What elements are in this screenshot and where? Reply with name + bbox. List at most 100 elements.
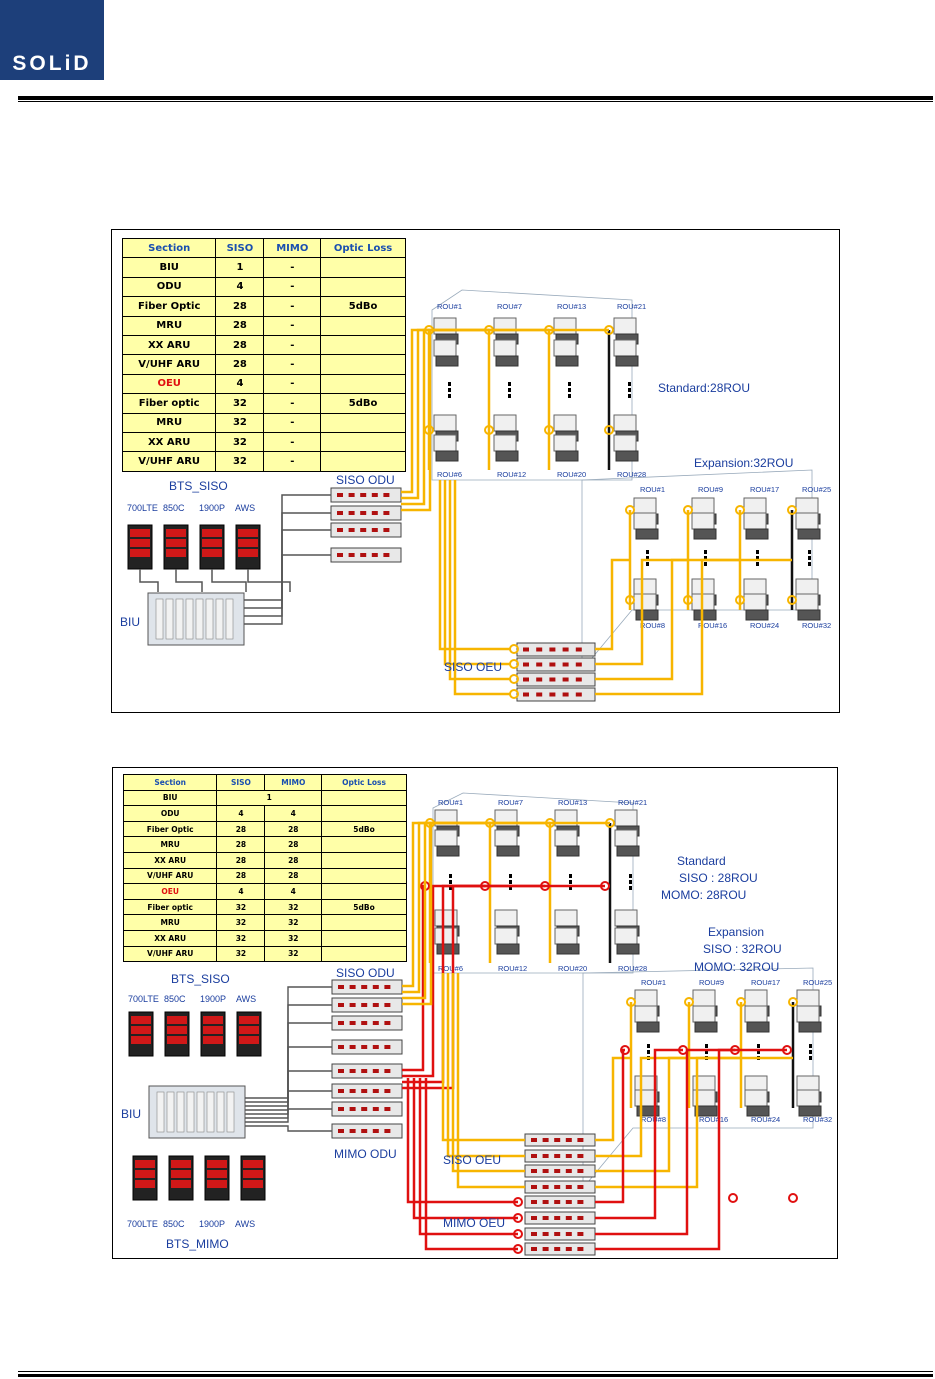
rack-led: [338, 1089, 344, 1093]
fiber-coil: [788, 997, 798, 1007]
mimo-diagram-canvas: 700LTE700LTE850C850C1900P1900PAWSAWSROU#…: [127, 792, 832, 1256]
ellipsis-dot: [756, 556, 759, 560]
ellipsis-dot: [449, 880, 452, 884]
expansion-siso: SISO : 32ROU: [703, 942, 782, 956]
odu-rou-fiber: [401, 328, 609, 512]
table-cell: -: [263, 334, 322, 356]
rack-led: [372, 1045, 379, 1049]
ellipsis-dot: [569, 886, 572, 890]
biu-odu-cable: [245, 1108, 332, 1123]
table-cell: OEU: [122, 883, 218, 900]
building-outline: [581, 469, 813, 672]
rou-number-bottom: ROU#6: [437, 470, 462, 479]
mimo-odu-label: MIMO ODU: [334, 1147, 397, 1161]
oeu-rou-fiber: [595, 1048, 625, 1204]
rou-base: [693, 609, 717, 621]
rack-led: [554, 1154, 561, 1158]
rack-led: [338, 1129, 344, 1133]
rack-led: [577, 1216, 584, 1220]
rou-unit: [796, 989, 820, 1007]
biu-card: [155, 598, 164, 640]
bts-panel: [243, 1180, 263, 1188]
fiber-coil: [787, 595, 797, 605]
ellipsis-dot: [808, 550, 811, 554]
standard-siso: SISO : 28ROU: [679, 871, 758, 885]
rou-number-exp-bottom: ROU#24: [750, 621, 779, 630]
biu-card: [206, 1091, 215, 1133]
table-cell: [320, 276, 406, 298]
rack-led: [565, 1247, 572, 1251]
rack-led: [523, 692, 529, 697]
bts-panel: [166, 529, 186, 537]
rack-led: [565, 1154, 572, 1158]
odu-oeu-fiber: [424, 1078, 518, 1251]
rack-led: [542, 1138, 549, 1142]
rou-number-exp: ROU#1: [641, 978, 666, 987]
bts-band-label: 1900P: [199, 1219, 225, 1229]
ellipsis-dot: [646, 550, 649, 554]
ellipsis-dot: [568, 388, 571, 392]
rack-led: [577, 1200, 584, 1204]
rack-led: [361, 1107, 368, 1111]
rack-led: [575, 677, 582, 682]
table-header-cell: Optic Loss: [320, 237, 406, 259]
rou-number-bottom: ROU#6: [438, 964, 463, 973]
rack-led: [575, 692, 582, 697]
rou-number-exp-bottom: ROU#8: [640, 621, 665, 630]
rou-base: [694, 1021, 718, 1033]
table-cell: [320, 354, 406, 375]
table-header-cell: MIMO: [263, 237, 322, 259]
biu-card: [225, 598, 234, 640]
ellipsis-dot: [448, 388, 451, 392]
rou-unit: [614, 829, 638, 847]
rack-led: [536, 662, 543, 667]
rou-unit: [634, 1089, 658, 1107]
rack-led: [554, 1169, 561, 1173]
ellipsis-dot: [448, 382, 451, 386]
rack-led: [531, 1216, 537, 1220]
building-outline: [431, 289, 633, 481]
rack-led: [383, 553, 390, 557]
rack-led: [372, 1021, 379, 1025]
rou-unit: [553, 317, 577, 335]
rack-led: [384, 1021, 391, 1025]
rack-led: [549, 662, 556, 667]
table-cell: 1: [215, 257, 265, 278]
expansion-title: Expansion: [708, 925, 765, 939]
ellipsis-dot: [449, 874, 452, 878]
bts-mimo-label: BTS_MIMO: [166, 1237, 229, 1251]
ellipsis-dot: [757, 1044, 760, 1048]
bts-panel: [166, 539, 186, 547]
rou-unit: [494, 909, 518, 927]
rack-led: [337, 528, 343, 532]
rack-led: [384, 1045, 391, 1049]
rou-unit: [795, 593, 819, 611]
biu-card: [186, 1091, 195, 1133]
table-cell: 28: [215, 296, 265, 317]
rou-number-bottom: ROU#28: [618, 964, 647, 973]
standard-label: Standard:28ROU: [658, 381, 751, 395]
biu-card: [185, 598, 194, 640]
bts-band-label: 850C: [164, 994, 186, 1004]
table-cell: 32: [216, 898, 266, 916]
table-cell: -: [263, 412, 322, 433]
rack-led: [371, 511, 378, 515]
rack-led: [531, 1247, 537, 1251]
table-header-cell: Section: [122, 774, 218, 791]
rou-base: [798, 1021, 822, 1033]
rack-led: [577, 1138, 584, 1142]
rou-number-bottom: ROU#12: [497, 470, 526, 479]
oeu-rou-fiber: [595, 558, 792, 696]
bts-band-label: 1900P: [200, 994, 226, 1004]
fiber-coil: [625, 595, 635, 605]
table-cell: OEU: [121, 373, 217, 395]
table-cell: Fiber Optic: [122, 820, 218, 838]
rf-cable: [211, 569, 247, 592]
table-cell: 5dBo: [321, 820, 407, 838]
